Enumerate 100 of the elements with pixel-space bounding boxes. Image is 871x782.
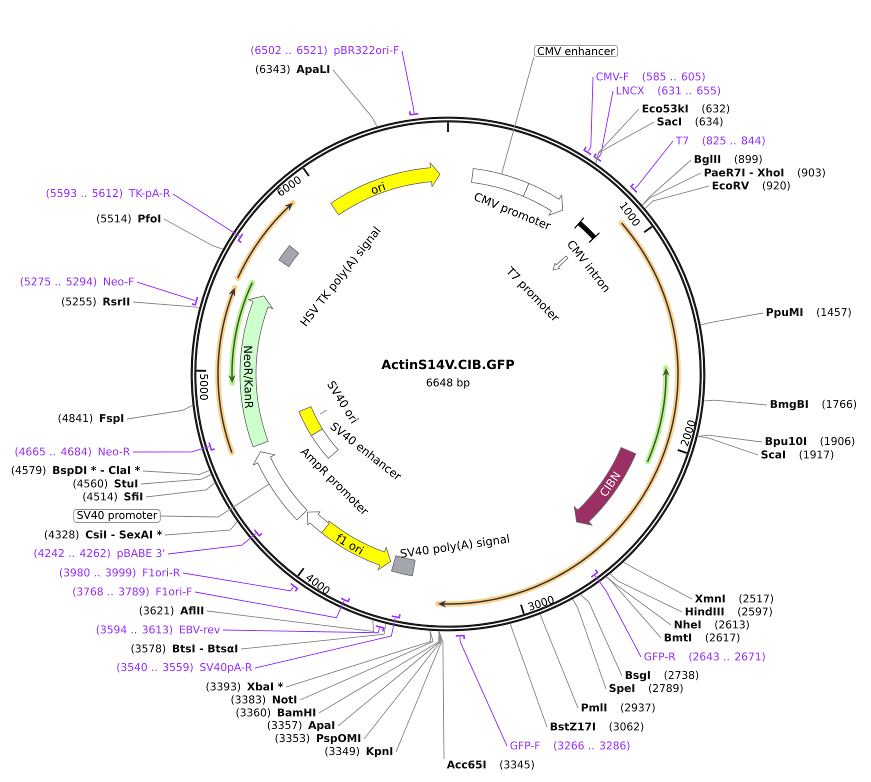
leader-line [438,630,444,760]
leader-line [697,434,762,442]
leader-line [595,122,654,164]
leader-line [501,56,534,174]
primer-label: T7 (825 .. 844) [676,136,765,146]
site-label: (3393) XbaI * [206,682,283,692]
site-label: ScaI (1917) [762,450,834,460]
primer-label: (6502 .. 6521) pBR322ori-F [251,46,399,56]
primer-label: GFP-F (3266 .. 3286) [510,741,630,751]
site-label: (3621) AflII [140,606,204,616]
leader-line [594,575,642,658]
leader-line [595,108,640,164]
leader-line [194,592,345,618]
site-label: (4328) CsiI - SexAI * [44,530,162,540]
site-label: XmnI (2517) [695,594,774,604]
primer-label: CMV-F (585 .. 605) [596,72,705,82]
tick-label: 2000 [680,420,696,446]
primer-label: (4665 .. 4684) Neo-R [15,447,130,457]
primer-label: (3980 .. 3999) F1ori-R [60,568,180,578]
leader-line [396,630,442,752]
leader-line [164,218,224,250]
primer-label: (3594 .. 3613) EBV-rev [96,625,220,635]
feature-block: f1 ori [320,520,392,570]
leader-line [610,574,682,612]
primer-label: LNCX (631 .. 655) [616,86,720,96]
site-label: BmgBI (1766) [770,400,856,410]
primer-label: (5593 .. 5612) TK-pA-R [46,188,170,200]
leader-line [136,282,196,302]
site-label: BmtI (2617) [664,633,740,643]
primer-mark [392,614,401,618]
leader-line [164,521,238,536]
primer-label: (4242 .. 4262) pBABE 3' [34,548,164,560]
primer-mark [192,296,198,306]
leader-line [332,70,378,128]
site-label: (4560) StuI [73,479,138,489]
leader-line [300,630,434,700]
tick-label: 5000 [200,374,208,400]
feature-block: ori [330,162,440,216]
site-label: PpuMI (1457) [766,308,851,318]
primer-mark [593,153,602,162]
leader-line [206,610,374,632]
leader-line [697,436,758,456]
leader-line [364,630,441,740]
feature-block: NeoR/KanR [240,295,274,448]
site-label: (4841) FspI [58,414,124,424]
leader-line [168,533,256,554]
site-label: (3357) ApaI [268,720,334,732]
site-label: Eco53kI (632) [642,104,730,114]
leader-line [580,594,622,676]
site-label: BstZ17I (3062) [550,722,644,732]
leader-line [254,618,396,668]
site-label: PmlI (2937) [582,703,655,713]
feature-label: SV40 poly(A) signal [400,534,510,558]
leader-line [606,576,672,626]
leader-line [222,628,380,634]
site-label: SacI (634) [658,117,722,127]
primer-mark [456,634,466,640]
primer-mark [254,529,262,537]
leader-line [140,474,212,484]
leader-line [704,400,768,406]
leader-line [402,50,415,114]
leader-line [126,404,193,420]
site-label: BsgI (2738) [626,670,698,682]
leader-line [318,630,440,714]
primer-mark [590,569,598,578]
primer-label: (3768 .. 3789) F1ori-F [73,587,192,597]
primer-mark [340,598,350,602]
leader-line [700,312,764,326]
leader-line [510,623,548,728]
site-label: (3360) BamHI [236,708,316,718]
leader-line [132,302,200,308]
leader-line [286,630,432,688]
leader-line [182,572,294,592]
leader-line [142,470,210,475]
leader-line [588,76,594,152]
leader-line [540,614,578,708]
primer-mark [376,625,385,632]
leader-line [146,482,216,498]
leader-line [572,598,606,690]
leader-line [598,90,614,158]
site-label: EcoRV (920) [712,181,790,191]
tick-label: 3000 [528,596,554,610]
site-label: SpeI (2789) [610,684,683,694]
site-label: PaeR7I - XhoI (903) [704,168,825,178]
feature-callout: CMV enhancer [534,44,618,58]
site-label: (3578) BtsI - BtsαI [132,644,238,654]
site-label: (4579) BspDI * - ClaI * [12,466,140,476]
leader-line [160,484,270,518]
site-label: HindIII (2597) [686,607,772,617]
site-label: (3383) NotI [232,695,296,705]
site-label: (5255) RsrII [62,297,130,307]
leader-line [606,576,662,638]
feature-callout: SV40 promoter [73,509,161,523]
primer-mark [408,111,418,116]
primer-mark [290,582,298,592]
primer-label: GFP-R (2643 .. 2671) [644,652,765,662]
site-label: NheI (2613) [674,620,749,630]
leader-line [623,562,692,600]
site-label: Bpu10I (1906) [766,436,854,448]
leader-line [460,636,508,746]
